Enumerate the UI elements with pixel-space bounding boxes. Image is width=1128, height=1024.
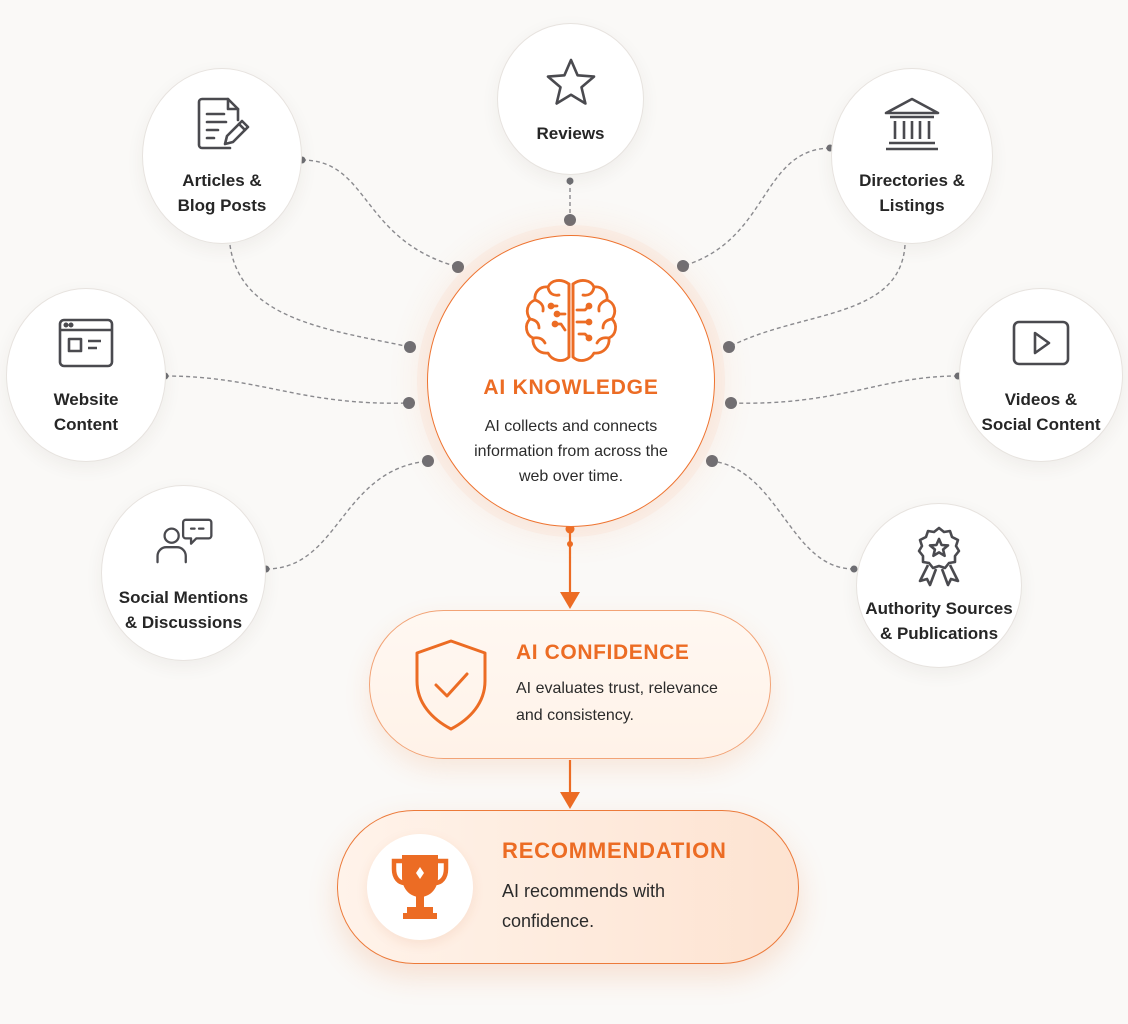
source-label: Reviews: [536, 123, 605, 143]
ai-confidence-card: AI CONFIDENCE AI evaluates trust, releva…: [369, 610, 771, 759]
source-website: Website Content: [6, 288, 166, 462]
connector-dot: [452, 261, 464, 273]
connector-dot: [403, 397, 415, 409]
arrowhead: [560, 592, 580, 609]
connector-dot: [723, 341, 735, 353]
trophy-badge: [367, 834, 473, 940]
recommendation-card: RECOMMENDATION AI recommends with confid…: [337, 810, 799, 964]
source-label: Directories & Listings: [859, 171, 965, 215]
ai-knowledge-hub: AI KNOWLEDGE AI collects and connects in…: [427, 235, 715, 527]
source-social: Social Mentions & Discussions: [101, 485, 266, 661]
connector-dot: [677, 260, 689, 272]
arrowhead: [560, 792, 580, 809]
connector-videos: [730, 375, 959, 404]
connector-dot: [564, 214, 576, 226]
confidence-title: AI CONFIDENCE: [516, 640, 690, 664]
brain-icon: [521, 276, 621, 366]
connector-dot: [404, 341, 416, 353]
source-directories: Directories & Listings: [831, 68, 993, 244]
source-label: Videos & Social Content: [981, 390, 1101, 434]
connector-dot: [706, 455, 718, 467]
source-articles: Articles & Blog Posts: [142, 68, 302, 244]
play-button-icon: [1011, 313, 1071, 373]
star-icon: [541, 53, 601, 113]
connector-directories-lower: [728, 244, 906, 348]
trophy-icon: [391, 855, 449, 919]
person-chat-icon: [154, 511, 214, 571]
connector-website: [164, 375, 410, 404]
connector-dot: [422, 455, 434, 467]
shield-check-icon: [408, 637, 494, 733]
connector-dot: [566, 177, 574, 185]
browser-window-icon: [56, 313, 116, 373]
connector-social: [265, 460, 429, 570]
source-label: Website Content: [53, 390, 119, 434]
source-label: Authority Sources & Publications: [865, 598, 1013, 643]
source-authority: Authority Sources & Publications: [856, 503, 1022, 668]
building-columns-icon: [882, 94, 942, 154]
source-label: Social Mentions & Discussions: [118, 588, 249, 632]
document-pen-icon: [192, 94, 252, 154]
hub-title: AI KNOWLEDGE: [483, 376, 659, 399]
source-label: Articles & Blog Posts: [177, 171, 267, 215]
connector-dot: [850, 565, 858, 573]
connector-directories-upper: [682, 147, 831, 267]
recommendation-title: RECOMMENDATION: [502, 838, 727, 863]
source-videos: Videos & Social Content: [959, 288, 1123, 462]
confidence-description: AI evaluates trust, relevance and consis…: [516, 679, 718, 724]
connector-dot: [725, 397, 737, 409]
award-ribbon-icon: [909, 526, 969, 586]
hub-description: AI collects and connects information fro…: [474, 418, 668, 485]
recommendation-description: AI recommends with confidence.: [502, 881, 666, 931]
connector-articles-lower: [229, 244, 411, 348]
source-reviews: Reviews: [497, 23, 644, 175]
arrow-origin-dot: [567, 541, 573, 547]
connector-articles-upper: [301, 159, 459, 268]
connector-authority: [711, 460, 855, 570]
